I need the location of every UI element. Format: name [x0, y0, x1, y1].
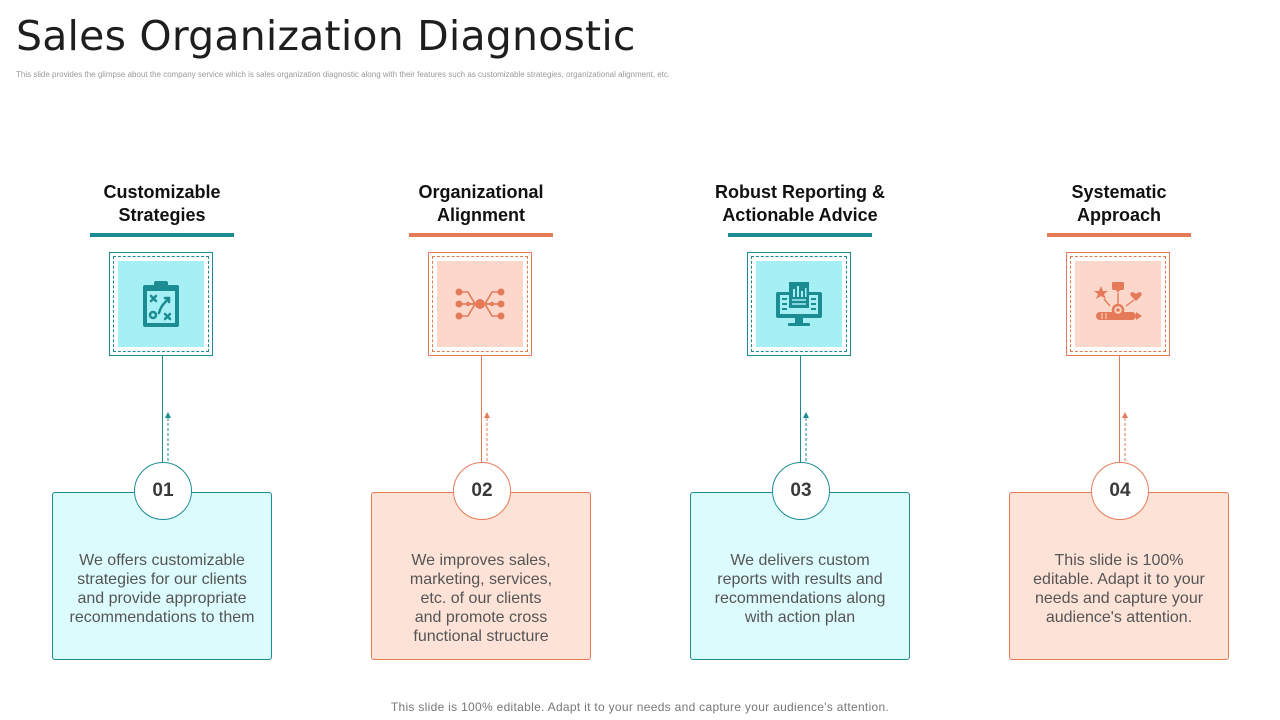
heading-underline	[1047, 233, 1191, 237]
page-subtitle: This slide provides the glimpse about th…	[16, 70, 671, 79]
icon-frame	[747, 252, 851, 356]
step-number-badge: 02	[457, 466, 507, 516]
step-heading: Robust Reporting & Actionable Advice	[715, 182, 885, 225]
connector-line	[1119, 356, 1120, 466]
network-hub-icon	[455, 288, 505, 320]
monitor-report-icon	[776, 282, 822, 326]
step-number-badge: 01	[138, 466, 188, 516]
icon-frame	[1066, 252, 1170, 356]
footer-note: This slide is 100% editable. Adapt it to…	[390, 700, 890, 714]
step-heading: Systematic Approach	[1071, 182, 1167, 225]
step-column-3: Robust Reporting & Actionable Advice	[690, 0, 910, 720]
connector-line	[162, 356, 163, 466]
heading-underline	[409, 233, 553, 237]
step-card: This slide is 100% editable. Adapt it to…	[1009, 492, 1229, 660]
step-heading: Customizable Strategies	[103, 182, 221, 225]
step-column-1: Customizable Strategies We offers cu	[52, 0, 272, 720]
clipboard-strategy-icon	[143, 281, 179, 327]
step-number-badge: 04	[1095, 466, 1145, 516]
step-description: We delivers custom reports with results …	[714, 552, 886, 626]
icon-frame	[428, 252, 532, 356]
heading-underline	[90, 233, 234, 237]
step-description: This slide is 100% editable. Adapt it to…	[1033, 552, 1205, 626]
page-title: Sales Organization Diagnostic	[16, 12, 636, 60]
connector-line	[481, 356, 482, 466]
step-description: We improves sales, marketing, services, …	[409, 552, 553, 645]
icon-frame	[109, 252, 213, 356]
step-column-4: Systematic Approach	[1009, 0, 1229, 720]
step-card: We improves sales, marketing, services, …	[371, 492, 591, 660]
creative-process-icon	[1094, 282, 1142, 320]
connector-line	[800, 356, 801, 466]
step-column-2: Organizational Alignment	[371, 0, 591, 720]
heading-underline	[728, 233, 872, 237]
step-card: We offers customizable strategies for ou…	[52, 492, 272, 660]
step-card: We delivers custom reports with results …	[690, 492, 910, 660]
step-heading: Organizational Alignment	[418, 182, 544, 225]
step-description: We offers customizable strategies for ou…	[69, 552, 255, 626]
step-number-badge: 03	[776, 466, 826, 516]
